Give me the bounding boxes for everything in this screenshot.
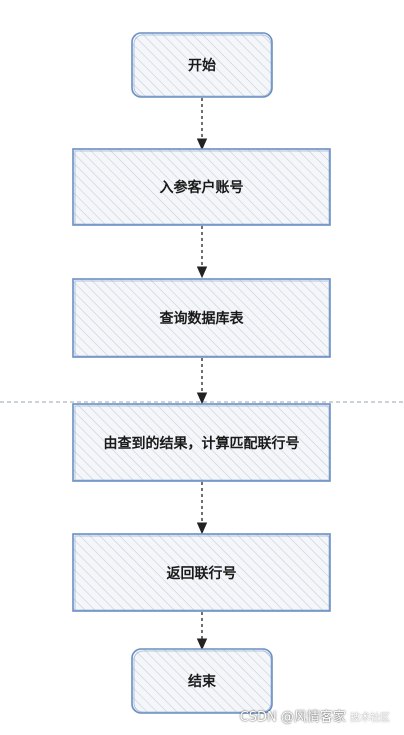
- node-query: [72, 278, 331, 358]
- node-return: [72, 533, 331, 612]
- node-start: [131, 32, 273, 98]
- node-end: [131, 648, 273, 714]
- watermark: CSDN @风情客家 技术社区: [240, 706, 390, 725]
- node-compute: [72, 403, 331, 482]
- watermark-faint: 技术社区: [350, 713, 390, 724]
- watermark-text: CSDN @风情客家: [239, 710, 346, 725]
- node-input: [72, 148, 331, 226]
